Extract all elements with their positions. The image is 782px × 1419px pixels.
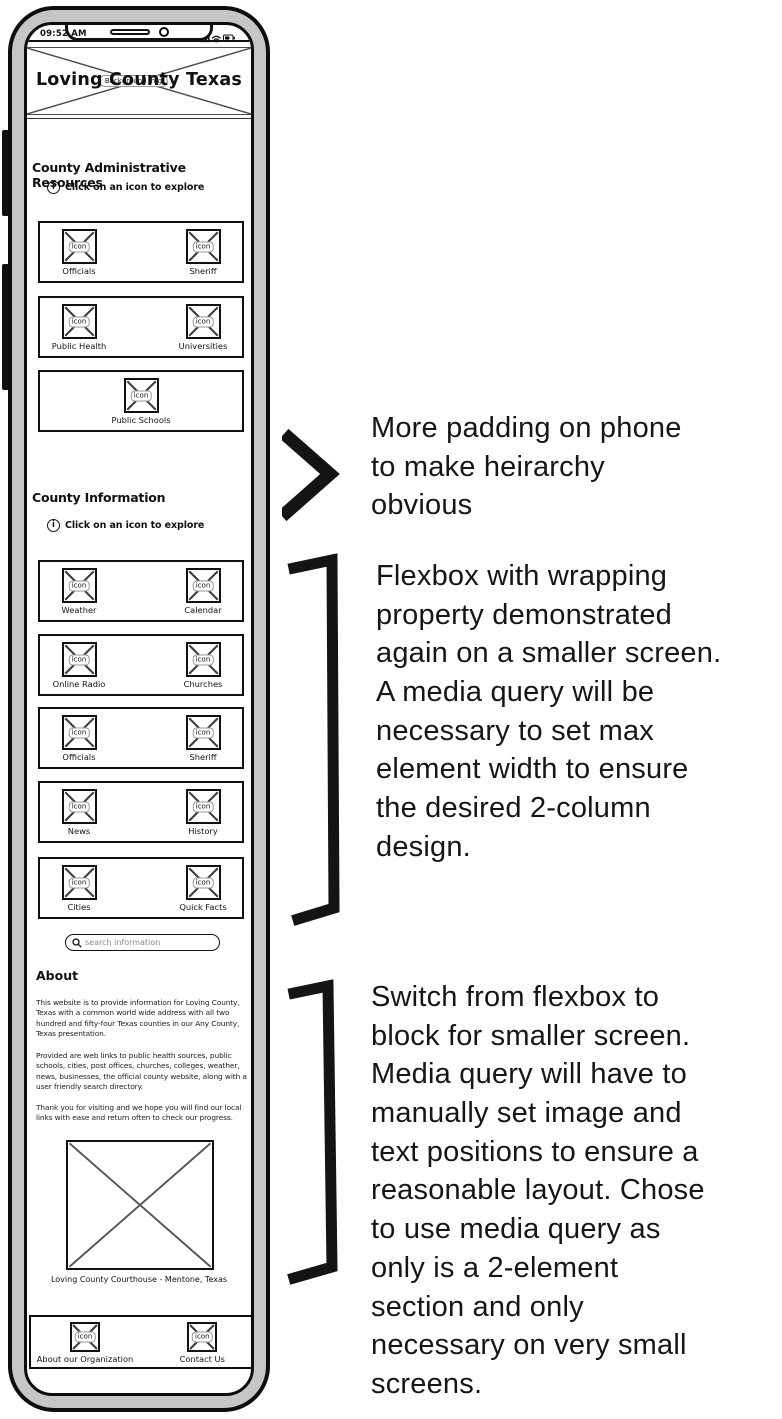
courthouse-image-placeholder	[66, 1140, 214, 1270]
tile-officials-2[interactable]: icon Officials	[40, 715, 118, 767]
bracket-icon	[287, 553, 340, 926]
status-time: 09:52 AM	[40, 29, 87, 39]
tile-quick-facts[interactable]: icon Quick Facts	[164, 865, 242, 917]
image-placeholder-icon: icon	[123, 378, 159, 413]
image-placeholder-icon: icon	[61, 568, 97, 603]
status-icons	[200, 28, 236, 47]
image-placeholder-cross-icon	[68, 1142, 212, 1268]
admin-hint: i Click on an icon to explore	[47, 181, 204, 194]
image-placeholder-icon: icon	[61, 229, 97, 264]
image-placeholder-icon: icon	[61, 715, 97, 750]
notch	[65, 25, 213, 41]
wifi-icon	[211, 35, 221, 43]
tile-history[interactable]: icon History	[164, 789, 242, 841]
tile-weather[interactable]: icon Weather	[40, 568, 118, 620]
header-divider	[27, 118, 251, 119]
annotation-flexbox-note: Flexbox with wrapping property demonstra…	[376, 560, 722, 863]
background-image-label: Background img	[98, 75, 169, 87]
image-placeholder-icon: icon	[61, 865, 97, 900]
info-card-row: icon Cities icon Quick Facts	[38, 857, 244, 919]
battery-icon	[223, 34, 235, 42]
tile-online-radio[interactable]: icon Online Radio	[40, 642, 118, 694]
image-placeholder-icon: icon	[61, 789, 97, 824]
image-placeholder-icon: icon	[70, 1322, 100, 1352]
admin-section-heading: County Administrative Resources	[32, 160, 186, 190]
tile-universities[interactable]: icon Universities	[164, 304, 242, 356]
speaker-icon	[109, 28, 150, 35]
info-section-heading: County Information	[32, 490, 166, 505]
tile-public-schools[interactable]: icon Public Schools	[101, 378, 181, 430]
tile-about-our-organization[interactable]: icon About our Organization	[37, 1322, 133, 1367]
image-placeholder-icon: icon	[185, 642, 221, 677]
annotation-media-query-note: Switch from flexbox to block for smaller…	[371, 981, 705, 1400]
image-placeholder-icon: icon	[185, 865, 221, 900]
image-placeholder-icon: icon	[185, 789, 221, 824]
image-placeholder-icon: icon	[61, 304, 97, 339]
tile-calendar[interactable]: icon Calendar	[164, 568, 242, 620]
image-caption: Loving County Courthouse - Mentone, Texa…	[50, 1275, 228, 1284]
signal-icon	[200, 34, 210, 43]
tile-sheriff-2[interactable]: icon Sheriff	[164, 715, 242, 767]
tile-officials[interactable]: icon Officials	[40, 229, 118, 281]
footer-card-row: icon About our Organization icon Contact…	[29, 1315, 251, 1369]
site-title: Loving County Texas	[35, 70, 243, 91]
tile-churches[interactable]: icon Churches	[164, 642, 242, 694]
tile-cities[interactable]: icon Cities	[40, 865, 118, 917]
bracket-icon	[287, 979, 338, 1285]
image-placeholder-icon: icon	[185, 715, 221, 750]
info-icon: i	[47, 181, 60, 194]
info-card-row: icon Weather icon Calendar	[38, 560, 244, 622]
about-paragraph: Thank you for visiting and we hope you w…	[36, 1103, 242, 1123]
info-icon: i	[47, 519, 60, 532]
info-card-row: icon Online Radio icon Churches	[38, 634, 244, 696]
camera-icon	[158, 26, 169, 37]
phone-frame: 09:52 AM	[8, 6, 270, 1412]
about-paragraph: Provided are web links to public health …	[36, 1051, 247, 1091]
info-card-row: icon News icon History	[38, 781, 244, 843]
search-icon	[72, 937, 82, 948]
status-divider	[27, 40, 251, 42]
search-box[interactable]	[65, 934, 220, 951]
image-placeholder-icon: icon	[185, 229, 221, 264]
image-placeholder-icon: icon	[61, 642, 97, 677]
annotation-padding-note: More padding on phone to make heirarchy …	[371, 412, 682, 522]
about-heading: About	[36, 968, 79, 983]
info-hint: i Click on an icon to explore	[47, 519, 204, 532]
header-banner: Background img Loving County Texas	[27, 47, 251, 115]
volume-button	[2, 130, 9, 216]
info-card-row: icon Officials icon Sheriff	[38, 707, 244, 769]
volume-button	[2, 264, 9, 390]
admin-card-row: icon Officials icon Sheriff	[38, 221, 244, 283]
image-placeholder-icon: icon	[187, 1322, 218, 1352]
image-placeholder-icon: icon	[185, 568, 221, 603]
chevron-pointer-icon	[282, 428, 340, 522]
tile-public-health[interactable]: icon Public Health	[40, 304, 118, 356]
image-placeholder-icon: icon	[185, 304, 221, 339]
tile-contact-us[interactable]: icon Contact Us	[157, 1322, 247, 1367]
admin-card-row: icon Public Schools	[38, 370, 244, 432]
tile-sheriff[interactable]: icon Sheriff	[164, 229, 242, 281]
phone-screen: 09:52 AM	[24, 22, 254, 1396]
search-input[interactable]	[85, 938, 213, 947]
about-paragraph: This website is to provide information f…	[36, 998, 240, 1038]
tile-news[interactable]: icon News	[40, 789, 118, 841]
admin-card-row: icon Public Health icon Universities	[38, 296, 244, 358]
